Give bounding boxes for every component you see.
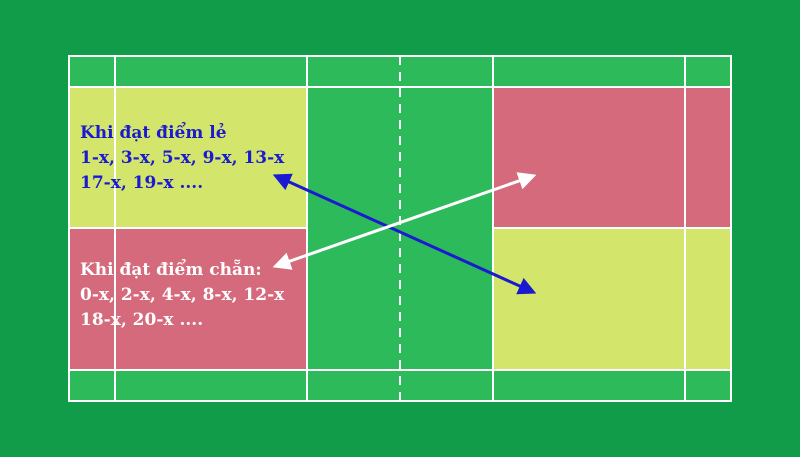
even-score-line-2: 18-x, 20-x .... xyxy=(80,310,204,330)
even-score-line-1: 0-x, 2-x, 4-x, 8-x, 12-x xyxy=(80,285,285,305)
odd-score-line-1: 1-x, 3-x, 5-x, 9-x, 13-x xyxy=(80,148,285,168)
even-serve-arrow xyxy=(272,172,537,270)
left-odd-service-zone xyxy=(69,87,307,228)
even-score-title: Khi đạt điểm chẵn: xyxy=(80,260,262,280)
right-odd-service-zone xyxy=(493,228,731,370)
left-even-service-zone xyxy=(69,228,307,370)
odd-score-title: Khi đạt điểm lẻ xyxy=(80,123,227,143)
even-score-label: Khi đạt điểm chẵn: 0-x, 2-x, 4-x, 8-x, 1… xyxy=(80,258,284,333)
odd-score-line-2: 17-x, 19-x .... xyxy=(80,173,204,193)
odd-score-label: Khi đạt điểm lẻ 1-x, 3-x, 5-x, 9-x, 13-x… xyxy=(80,121,284,196)
right-even-service-zone xyxy=(493,87,731,228)
